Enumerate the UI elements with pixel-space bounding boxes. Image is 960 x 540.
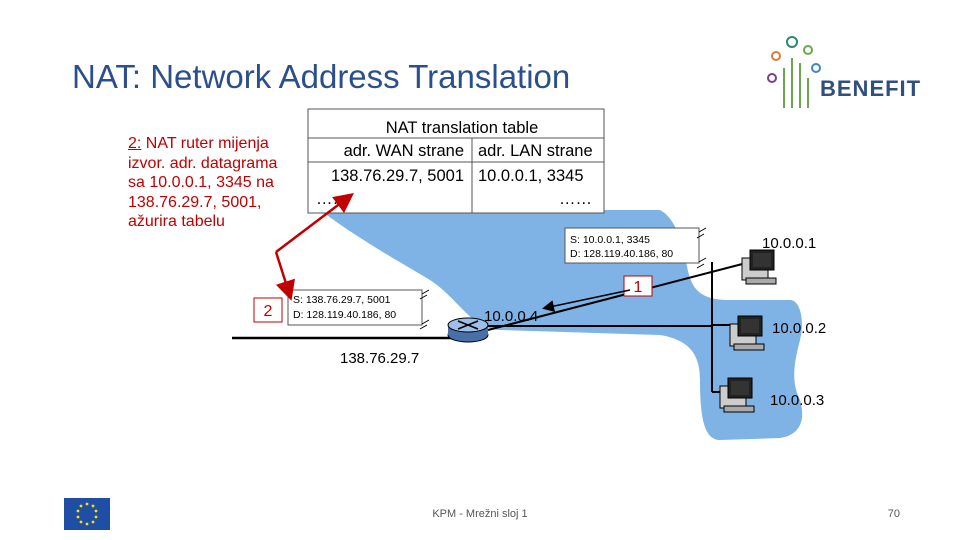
benefit-logo-name: BENEFIT (820, 76, 921, 101)
nat-table-row1-wan: 138.76.29.7, 5001 (331, 167, 464, 185)
packet-2: S: 138.76.29.7, 5001 D: 128.119.40.186, … (287, 289, 430, 330)
packet-2-source: S: 138.76.29.7, 5001 (293, 294, 391, 306)
nat-table-row2-lan: …… (559, 190, 592, 208)
host-1-address: 10.0.0.1 (762, 235, 816, 252)
nat-table-wan-header: adr. WAN strane (344, 142, 464, 160)
benefit-logo: BENEFIT (762, 28, 944, 132)
eu-erasmus-logo (62, 496, 234, 532)
step-2-note-number: 2: (128, 135, 142, 152)
nat-table-caption: NAT translation table (386, 119, 539, 137)
step-1-label: 1 (634, 279, 643, 296)
note-arrow-to-table (275, 192, 354, 253)
router-wan-address: 138.76.29.7 (340, 350, 419, 367)
packet-1: S: 10.0.0.1, 3345 D: 128.119.40.186, 80 (564, 227, 707, 269)
lan-link-upper (487, 261, 751, 331)
nat-router-icon (447, 317, 489, 343)
step-2-note-text: NAT ruter mijenja izvor. adr. datagrama … (128, 135, 278, 230)
packet-1-destination: D: 128.119.40.186, 80 (570, 248, 673, 260)
host-3-address: 10.0.0.3 (770, 392, 824, 409)
step-2-label: 2 (264, 303, 273, 320)
packet-1-flow-arrow (542, 289, 631, 313)
step-2-note: 2: NAT ruter mijenja izvor. adr. datagra… (128, 134, 298, 232)
host-1-computer-icon (741, 249, 777, 285)
nat-table-row1-lan: 10.0.0.1, 3345 (478, 167, 584, 185)
slide-footer: KPM - Mrežni sloj 1 (432, 508, 528, 520)
slide-title: NAT: Network Address Translation (72, 58, 571, 95)
nat-translation-table: NAT translation table adr. WAN strane ad… (307, 108, 605, 214)
nat-table-lan-header: adr. LAN strane (478, 142, 593, 160)
packet-1-source: S: 10.0.0.1, 3345 (570, 234, 650, 246)
note-arrow-to-packet (274, 251, 295, 301)
page-number: 70 (887, 508, 900, 520)
router-lan-address: 10.0.0.4 (484, 308, 538, 325)
host-2-computer-icon (729, 315, 765, 351)
step-1-marker: 1 (623, 275, 653, 297)
packet-2-destination: D: 128.119.40.186, 80 (293, 309, 396, 321)
host-2-address: 10.0.0.2 (772, 320, 826, 337)
step-2-marker: 2 (253, 297, 283, 323)
host-3-computer-icon (719, 377, 755, 413)
